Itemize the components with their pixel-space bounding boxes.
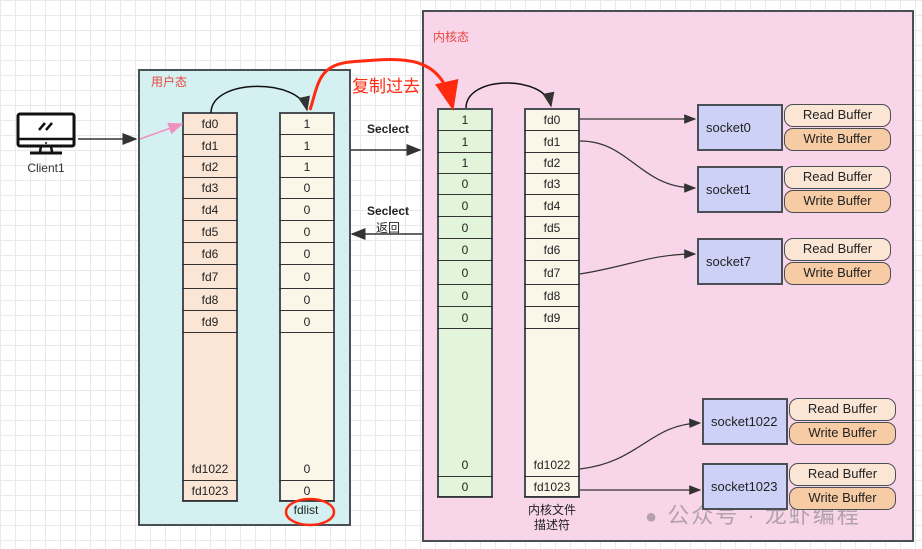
kernel-bit-cell: 0: [437, 239, 493, 261]
kernel-fd-cell: fd1022: [524, 454, 580, 477]
user-fd-cell: fd1: [182, 135, 238, 157]
write-buffer: Write Buffer: [789, 422, 896, 445]
read-buffer: Read Buffer: [789, 463, 896, 486]
kernel-bit-cell: 0: [437, 217, 493, 239]
user-fd-cell: fd2: [182, 157, 238, 178]
user-bit-cell: 0: [279, 178, 335, 199]
kernel-fd-cell: fd8: [524, 285, 580, 307]
write-buffer: Write Buffer: [784, 190, 891, 213]
user-bit-cell: 1: [279, 157, 335, 178]
kernel-bit-cell: 0: [437, 307, 493, 329]
copy-annotation: 复制过去: [352, 77, 420, 96]
socket-box: socket1: [697, 166, 783, 213]
kernel-fd-cell: fd9: [524, 307, 580, 329]
kernel-fd-cell: fd1: [524, 131, 580, 153]
user-bit-cell: 0: [279, 243, 335, 265]
read-buffer: Read Buffer: [784, 166, 891, 189]
read-buffer: Read Buffer: [789, 398, 896, 421]
wechat-icon: ●: [645, 506, 660, 528]
user-bit-cell: 0: [279, 199, 335, 221]
kernel-fd-cell: fd4: [524, 195, 580, 217]
select-return-label-1: Seclect: [366, 204, 410, 218]
kernel-bit-cell: 0: [437, 477, 493, 497]
user-fd-cell: fd5: [182, 221, 238, 243]
user-space-title: 用户态: [151, 75, 188, 89]
client-label: Client1: [27, 161, 65, 175]
kernel-bit-cell: 1: [437, 131, 493, 153]
read-buffer: Read Buffer: [784, 104, 891, 127]
kernel-fd-cell: fd0: [524, 109, 580, 131]
select-call-label: Seclect: [366, 122, 410, 136]
kernel-bit-cell: 1: [437, 109, 493, 131]
user-bit-cell: 1: [279, 113, 335, 135]
user-fd-cell: fd1022: [182, 458, 238, 481]
fdlist-label: fdlist: [293, 503, 319, 517]
user-bit-cell: 0: [279, 311, 335, 333]
user-fd-cell: fd0: [182, 113, 238, 135]
kernel-bit-cell: 0: [437, 195, 493, 217]
user-bit-cell: 0: [279, 458, 335, 481]
kernel-fd-cell: fd6: [524, 239, 580, 261]
read-buffer: Read Buffer: [784, 238, 891, 261]
monitor-icon: [16, 112, 76, 155]
kernel-fd-label-1: 内核文件: [527, 503, 576, 517]
user-bit-cell: 0: [279, 265, 335, 289]
kernel-fd-cell: fd1023: [524, 477, 580, 497]
kernel-fd-cell: fd2: [524, 153, 580, 174]
kernel-space-title: 内核态: [433, 30, 470, 44]
user-fd-cell: fd7: [182, 265, 238, 289]
user-fd-cell: fd9: [182, 311, 238, 333]
user-fd-cell: fd3: [182, 178, 238, 199]
write-buffer: Write Buffer: [789, 487, 896, 510]
kernel-bit-cell: 0: [437, 261, 493, 285]
kernel-fd-cell: fd7: [524, 261, 580, 285]
select-return-label-2: 返回: [375, 221, 400, 235]
kernel-bit-cell: 0: [437, 454, 493, 477]
socket-box: socket1023: [702, 463, 788, 510]
user-fd-cell: fd1023: [182, 481, 238, 501]
user-fd-cell: fd6: [182, 243, 238, 265]
socket-box: socket1022: [702, 398, 788, 445]
write-buffer: Write Buffer: [784, 262, 891, 285]
write-buffer: Write Buffer: [784, 128, 891, 151]
kernel-bit-cell: 0: [437, 285, 493, 307]
user-bit-cell: 0: [279, 221, 335, 243]
socket-box: socket0: [697, 104, 783, 151]
kernel-fd-label-2: 描述符: [533, 518, 570, 532]
kernel-bit-cell: 1: [437, 153, 493, 174]
user-bit-cell: 0: [279, 481, 335, 501]
kernel-fd-cell: fd5: [524, 217, 580, 239]
user-bit-cell: 0: [279, 289, 335, 311]
kernel-bit-cell: 0: [437, 174, 493, 195]
socket-box: socket7: [697, 238, 783, 285]
user-fd-cell: fd8: [182, 289, 238, 311]
user-fd-cell: fd4: [182, 199, 238, 221]
kernel-fd-cell: fd3: [524, 174, 580, 195]
client1: Client1: [14, 112, 82, 182]
user-bit-cell: 1: [279, 135, 335, 157]
